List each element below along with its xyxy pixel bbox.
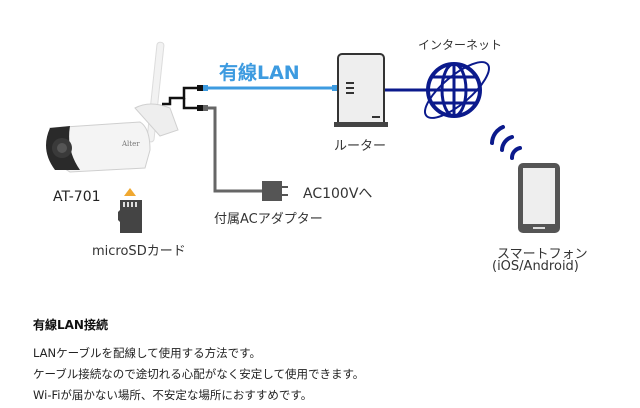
camera-icon: Alter [46,41,179,173]
description-section: 有線LAN接続 LANケーブルを配線して使用する方法です。 ケーブル接続なので途… [33,316,633,408]
description-title: 有線LAN接続 [33,318,108,332]
internet-label: インターネット [418,38,503,52]
description-line: ケーブル接続なので途切れる心配がなく安定して使用できます。 [33,367,365,381]
camera-model-label: AT-701 [53,189,101,205]
ac-adapter-icon [262,181,288,201]
microsd-label: microSDカード [92,244,186,259]
adapter-label: 付属ACアダプター [214,212,323,227]
ac-power-label: AC100Vへ [303,186,373,202]
router-icon [334,53,388,127]
splitter-cable [162,86,198,110]
smartphone-label: スマートフォン [497,247,588,262]
smartphone-icon [518,163,560,233]
lan-label: 有線LAN [219,62,300,84]
description-line: LANケーブルを配線して使用する方法です。 [33,346,261,360]
connection-diagram: Alter [46,41,560,233]
router-label: ルーター [334,139,387,154]
smartphone-os-label: (iOS/Android) [492,259,579,274]
microsd-card-icon [118,188,142,233]
power-cable [208,106,262,193]
description-line: Wi-Fiが届かない場所、不安定な場所におすすめです。 [33,388,313,402]
wifi-signal-icon [490,125,522,160]
camera-brand: Alter [121,140,140,148]
globe-icon [424,61,490,119]
